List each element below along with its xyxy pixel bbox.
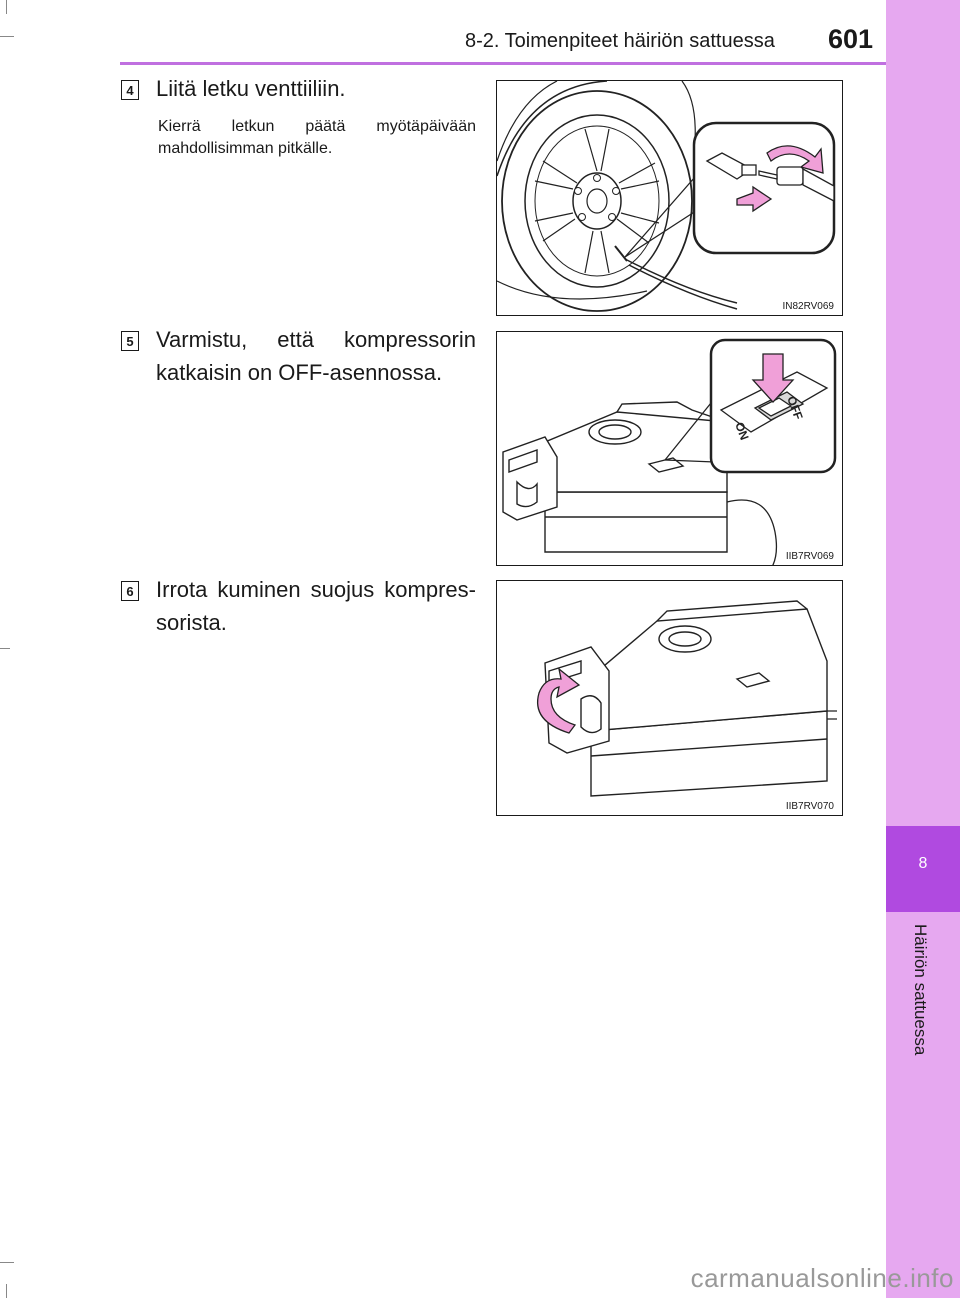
step-number-6: 6 <box>121 581 139 601</box>
compressor-cover-illustration <box>537 600 837 797</box>
step-5-text: Varmistu, että kompressorin katkaisin on… <box>156 327 476 385</box>
chapter-number: 8 <box>918 855 928 872</box>
chapter-tab[interactable]: 8 <box>886 826 960 912</box>
compressor-switch-illustration: OFF ON <box>502 338 837 565</box>
step-4-text: Liitä letku venttiiliin. <box>156 76 346 101</box>
step-number-5: 5 <box>121 331 139 351</box>
crop-mark <box>6 0 7 14</box>
side-strip <box>886 0 960 826</box>
chapter-label-tab[interactable]: Häiriön sattuessa <box>886 912 960 1298</box>
figure-compressor-switch: OFF ON IIB7RV069 <box>496 331 843 566</box>
crop-mark <box>0 648 10 649</box>
step-4-subtext: Kierrä letkun päätä myötäpäivään mahdoll… <box>158 118 476 157</box>
crop-mark <box>0 1262 14 1263</box>
figure-code-4: IN82RV069 <box>782 301 834 312</box>
crop-mark <box>0 36 14 37</box>
figure-code-5: IIB7RV069 <box>785 551 834 562</box>
page-number: 601 <box>828 24 874 54</box>
chapter-label: Häiriön sattuessa <box>911 924 930 1056</box>
switch-on-label: ON <box>732 420 751 442</box>
step-6-text: Irrota kuminen suojus kompres-sorista. <box>156 577 476 635</box>
crop-mark <box>6 1284 7 1298</box>
figure-code-6: IIB7RV070 <box>785 801 834 812</box>
wheel-valve-illustration <box>497 81 836 312</box>
section-title: 8-2. Toimenpiteet häiriön sattuessa <box>465 30 775 52</box>
figure-hose-valve: IN82RV069 <box>496 80 843 316</box>
figure-rubber-cover: IIB7RV070 <box>496 580 843 816</box>
watermark: carmanualsonline.info <box>690 1263 954 1293</box>
step-number-4: 4 <box>121 80 139 100</box>
header-rule <box>120 62 886 65</box>
